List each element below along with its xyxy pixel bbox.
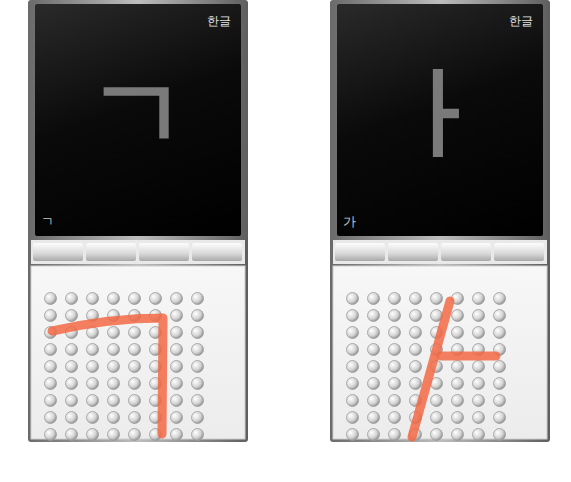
device-frame bbox=[330, 0, 550, 442]
device-right bbox=[330, 0, 550, 443]
device-left bbox=[28, 0, 248, 443]
soft-button bbox=[33, 243, 83, 261]
soft-button bbox=[139, 243, 189, 261]
pin-grid bbox=[342, 290, 510, 443]
glyph-display: ㄱ bbox=[88, 64, 188, 164]
soft-button bbox=[494, 243, 544, 261]
mode-label: 한글 bbox=[207, 14, 231, 28]
button-strip bbox=[333, 240, 547, 264]
finger-stroke bbox=[52, 318, 163, 434]
mode-label: 한글 bbox=[509, 14, 533, 28]
glyph-display: ㅏ bbox=[390, 64, 490, 164]
soft-button bbox=[441, 243, 491, 261]
input-buffer: ㄱ bbox=[41, 214, 54, 230]
pin-grid bbox=[40, 290, 208, 443]
soft-button bbox=[192, 243, 242, 261]
soft-button bbox=[388, 243, 438, 261]
soft-button bbox=[335, 243, 385, 261]
button-strip bbox=[31, 240, 245, 264]
display-screen: 한글ㄱㄱ bbox=[35, 4, 241, 236]
finger-stroke bbox=[441, 352, 496, 361]
soft-button bbox=[86, 243, 136, 261]
display-screen: 한글 ㅏ 가 bbox=[337, 4, 543, 236]
input-buffer: 가 bbox=[343, 214, 356, 230]
device-frame bbox=[28, 0, 248, 442]
finger-stroke bbox=[412, 301, 450, 437]
